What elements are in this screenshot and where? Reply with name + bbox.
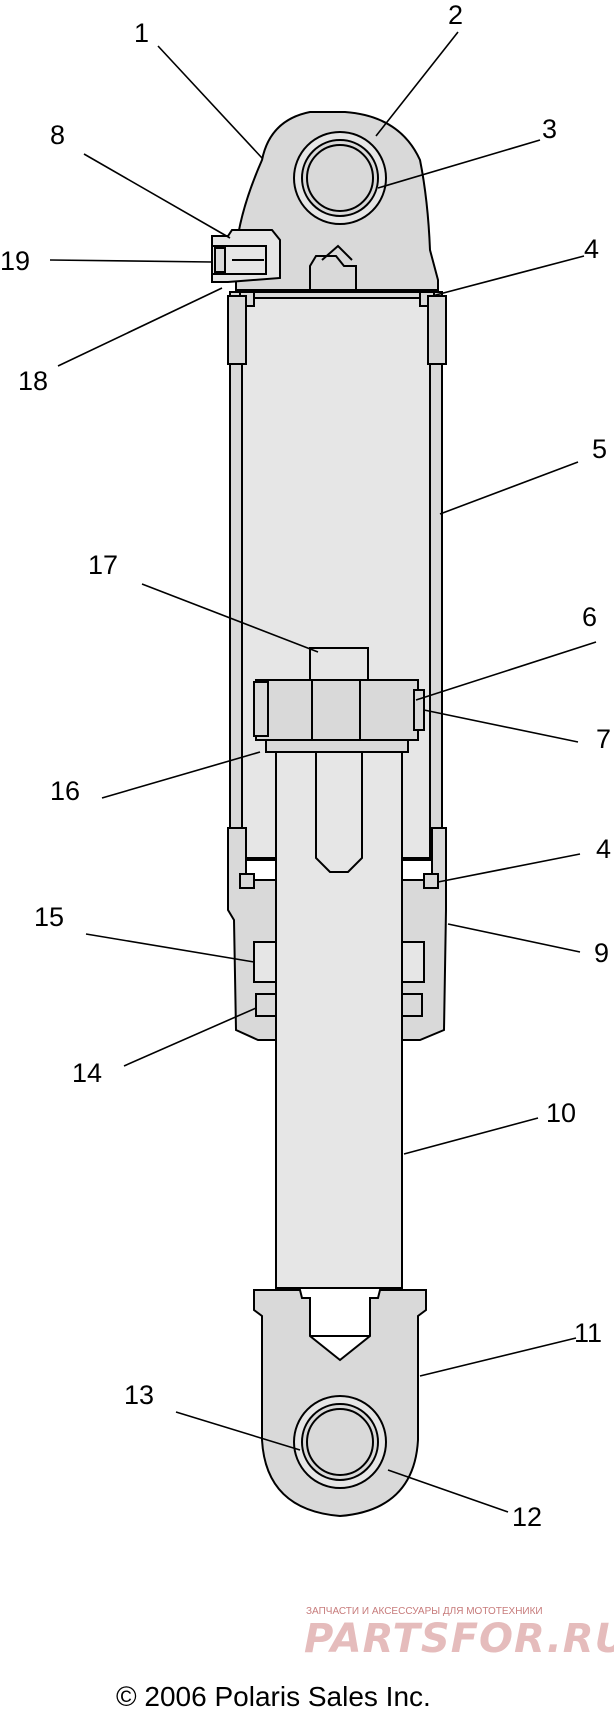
watermark: ЗАПЧАСТИ И АКСЕССУАРЫ ДЛЯ МОТОТЕХНИКИ PA… (304, 1606, 614, 1662)
callout-11: 11 (574, 1318, 602, 1348)
callout-18: 18 (18, 366, 48, 396)
callout-12: 12 (512, 1502, 542, 1532)
callout-17: 17 (88, 550, 118, 580)
lower-o-ring-right (423, 873, 439, 889)
callout-2: 2 (448, 0, 463, 30)
callout-5: 5 (592, 434, 607, 464)
callout-6: 6 (582, 602, 597, 632)
valve-body (211, 245, 267, 275)
valve-stem-bump (309, 244, 357, 291)
callout-4-upper: 4 (584, 234, 599, 264)
callout-10: 10 (546, 1098, 576, 1128)
callout-8: 8 (50, 120, 65, 150)
callout-7: 7 (596, 724, 611, 754)
shaft-wiper (255, 993, 423, 1017)
watermark-tagline: ЗАПЧАСТИ И АКСЕССУАРЫ ДЛЯ МОТОТЕХНИКИ (306, 1606, 543, 1617)
callout-16: 16 (50, 776, 80, 806)
piston (253, 679, 419, 741)
lower-o-ring-left (239, 873, 255, 889)
callout-14: 14 (72, 1058, 102, 1088)
callout-15: 15 (34, 902, 64, 932)
shaft (275, 751, 403, 1289)
callout-1: 1 (134, 18, 149, 48)
callout-13: 13 (124, 1380, 154, 1410)
copyright-text: © 2006 Polaris Sales Inc. (116, 1681, 431, 1712)
shim-stack (265, 739, 409, 753)
callout-9: 9 (594, 938, 609, 968)
callout-4-lower: 4 (596, 834, 611, 864)
top-bushing (301, 139, 379, 217)
watermark-brand: PARTSFOR.RU (304, 1616, 614, 1662)
leader-lines (49, 31, 597, 1513)
callout-19: 19 (0, 246, 30, 276)
callout-3: 3 (542, 114, 557, 144)
piston-band (413, 689, 425, 731)
bottom-bushing (293, 1395, 387, 1489)
